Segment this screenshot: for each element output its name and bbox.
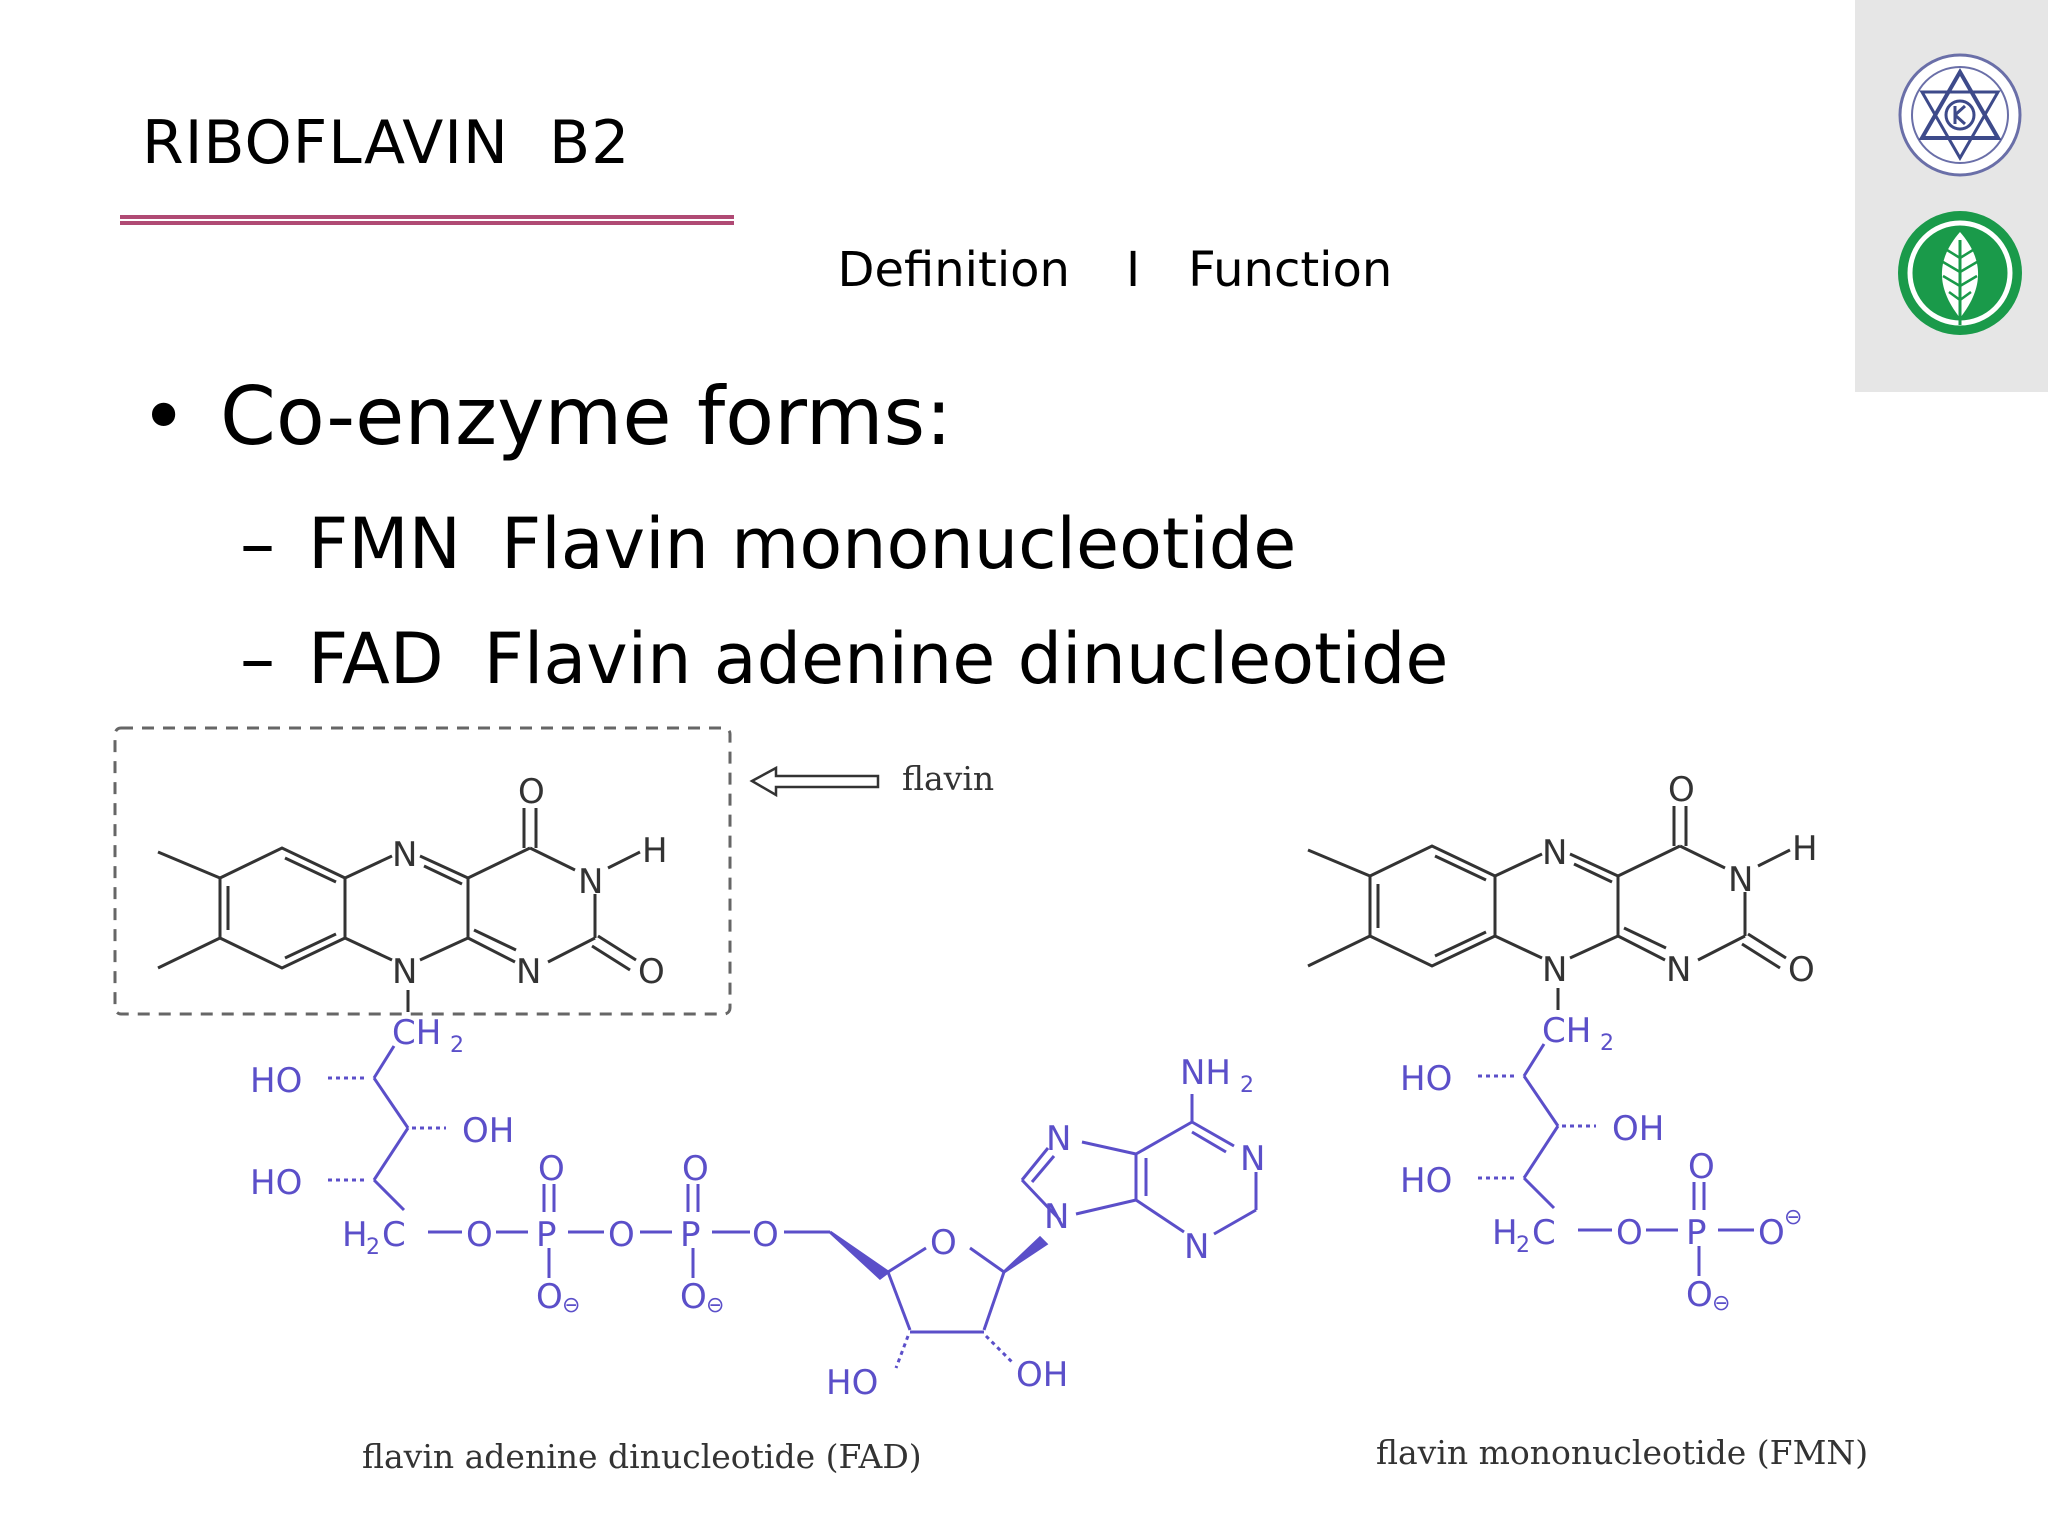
atom-o: O	[930, 1223, 957, 1263]
atom-o: O	[538, 1149, 565, 1189]
subscript: 2	[450, 1033, 464, 1058]
subitem-fad: –FAD Flavin adenine dinucleotide	[240, 618, 1448, 700]
atom-n: N	[1542, 950, 1567, 990]
atom-n: N	[1666, 950, 1691, 990]
atom-o: O	[752, 1215, 779, 1255]
logo-panel	[1855, 0, 2048, 392]
atom-ch2: CH	[392, 1013, 441, 1053]
subitem-abbr: FMN	[308, 503, 462, 585]
fmn-flavin-ring	[1307, 806, 1791, 1276]
subitem-fmn: –FMN Flavin mononucleotide	[240, 503, 1296, 585]
flavin-arrow-icon	[749, 765, 880, 798]
atom-n: N	[392, 952, 417, 992]
atom-o: O	[1686, 1275, 1713, 1315]
atom-o: O	[682, 1149, 709, 1189]
atom-p: P	[536, 1215, 557, 1255]
atom-o: O	[466, 1215, 493, 1255]
atom-o: O	[536, 1277, 563, 1317]
slide-nav: Definition I Function	[807, 186, 1393, 298]
atom-oh: OH	[1016, 1355, 1068, 1395]
atom-ho: HO	[250, 1163, 302, 1203]
subitem-dash: –	[240, 618, 275, 700]
bullet-dot: •	[140, 370, 188, 463]
atom-o: O	[518, 772, 545, 812]
atom-p: P	[680, 1215, 701, 1255]
atom-h2c: H	[1492, 1213, 1518, 1253]
atom-o: O	[1788, 950, 1815, 990]
nav-separator: I	[1125, 242, 1141, 298]
atom-o: O	[638, 952, 665, 992]
bullet-text: Co-enzyme forms:	[220, 370, 953, 463]
atom-ho: HO	[826, 1363, 878, 1403]
atom-n: N	[1044, 1197, 1069, 1237]
atom-n: N	[1184, 1227, 1209, 1267]
atom-o: O	[1758, 1213, 1785, 1253]
flavin-box	[113, 726, 732, 1016]
atom-h2c: C	[382, 1215, 406, 1255]
fad-caption: flavin adenine dinucleotide (FAD)	[362, 1437, 922, 1476]
green-leaf-emblem-icon	[1898, 211, 2022, 335]
atom-n: N	[1542, 833, 1567, 873]
subscript: 2	[1240, 1073, 1254, 1098]
atom-ho: HO	[250, 1061, 302, 1101]
fmn-caption: flavin mononucleotide (FMN)	[1376, 1433, 1868, 1472]
atom-n: N	[1240, 1139, 1265, 1179]
chemical-structures-figure: .k { stroke: #333; stroke-width: 3; fill…	[113, 726, 1868, 1476]
charge-minus: ⊖	[562, 1293, 580, 1318]
atom-o: O	[680, 1277, 707, 1317]
nav-definition: Definition	[837, 242, 1070, 298]
fad-ribityl-chain	[328, 1045, 830, 1278]
charge-minus: ⊖	[706, 1293, 724, 1318]
subitem-text: Flavin adenine dinucleotide	[483, 618, 1449, 700]
atom-n: N	[516, 952, 541, 992]
atom-h: H	[642, 831, 668, 871]
flavin-label: flavin	[902, 759, 994, 798]
subscript: 2	[1516, 1233, 1530, 1258]
atom-ch2: CH	[1542, 1011, 1591, 1051]
atom-ho: HO	[1400, 1161, 1452, 1201]
title-underline	[120, 215, 734, 225]
atom-nh2: NH	[1180, 1053, 1231, 1093]
charge-minus: ⊖	[1712, 1291, 1730, 1316]
atom-oh: OH	[462, 1111, 514, 1151]
atom-o: O	[1616, 1213, 1643, 1253]
atom-ho: HO	[1400, 1059, 1452, 1099]
atom-n: N	[578, 862, 603, 902]
fad-ribose-ring	[828, 1230, 1049, 1369]
subscript: 2	[1600, 1031, 1614, 1056]
charge-minus: ⊖	[1784, 1205, 1802, 1230]
atom-o: O	[1668, 770, 1695, 810]
subitem-dash: –	[240, 503, 275, 585]
subscript: 2	[366, 1235, 380, 1260]
atom-o: O	[1688, 1147, 1715, 1187]
bullet-coenzyme: • Co-enzyme forms:	[140, 370, 952, 463]
atom-h: H	[1792, 829, 1818, 869]
atom-n: N	[392, 835, 417, 875]
fad-flavin-ring	[157, 808, 641, 1012]
subitem-abbr: FAD	[308, 618, 444, 700]
nav-function: Function	[1188, 242, 1393, 298]
atom-n: N	[1046, 1119, 1071, 1159]
fad-adenine-ring	[1020, 1094, 1258, 1236]
subitem-text: Flavin mononucleotide	[501, 503, 1297, 585]
atom-h2c: C	[1532, 1213, 1556, 1253]
atom-h2c: H	[342, 1215, 368, 1255]
atom-o: O	[608, 1215, 635, 1255]
university-seal-icon	[1898, 53, 2022, 177]
fmn-atom-labels: O N N H N N O CH 2 HO OH HO H 2 C O P O …	[1400, 770, 1818, 1316]
atom-n: N	[1728, 860, 1753, 900]
atom-oh: OH	[1612, 1109, 1664, 1149]
slide-title: RIBOFLAVIN B2	[142, 108, 631, 178]
atom-p: P	[1686, 1213, 1707, 1253]
